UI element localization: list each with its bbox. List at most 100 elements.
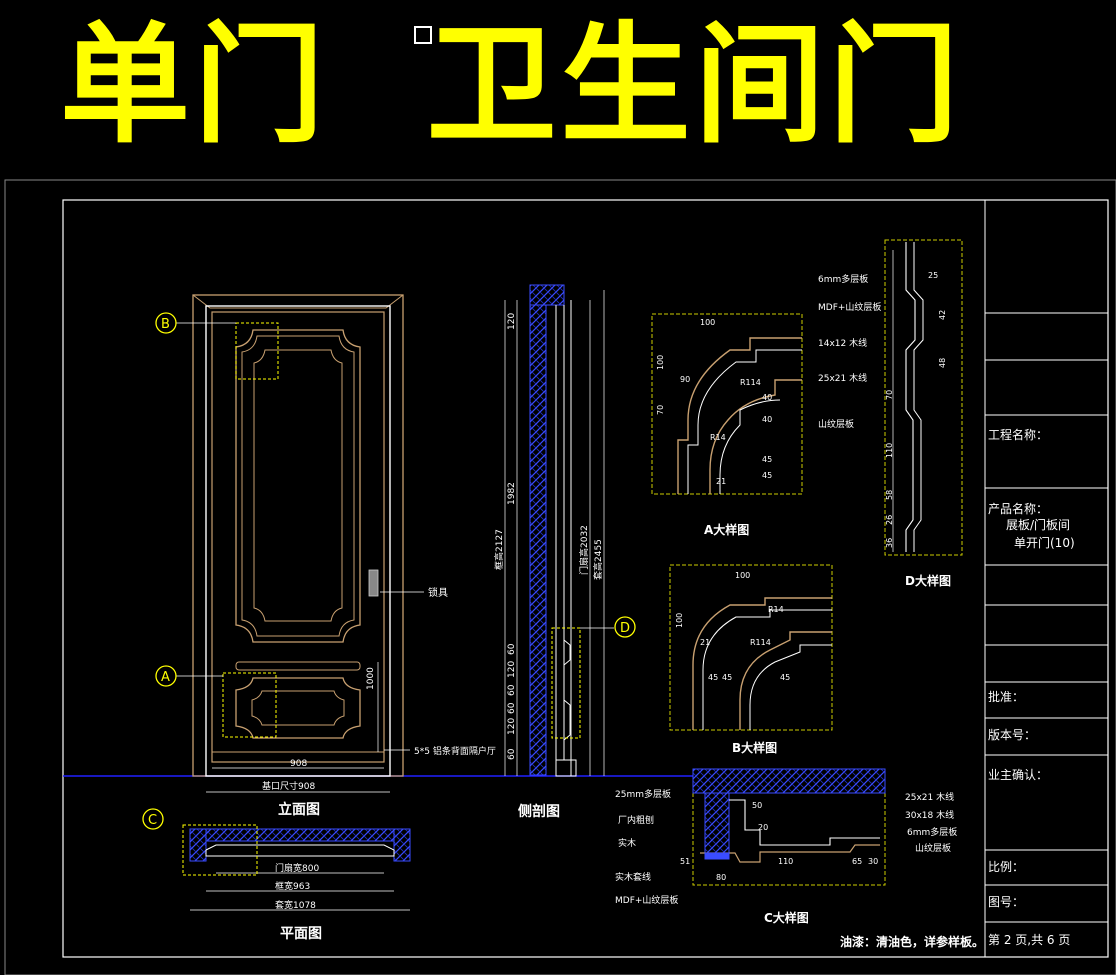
detail-a-profile-4 (719, 399, 781, 494)
section-base-block (555, 759, 577, 777)
upper-panel-outer (235, 329, 361, 643)
plan-jamb-right (393, 828, 411, 862)
plan-dim-1: 框宽963 (275, 880, 310, 892)
plan-dim-2: 套宽1078 (275, 899, 316, 911)
detail-d-label: D大样图 (905, 573, 951, 588)
detail-c-wall-hatch (692, 768, 886, 794)
detail-c-left-label-1: 厂内粗刨 (618, 814, 654, 826)
note-label: 5*5 铝条背面隔户厅 (414, 745, 496, 757)
detail-a-dim-1: 100 (656, 355, 665, 370)
detail-d-label-0: 6mm多层板 (818, 273, 868, 285)
width-dim: 908 (290, 759, 307, 769)
detail-a-frame (651, 313, 803, 495)
detail-a-dim-5: R14 (710, 433, 726, 442)
callout-a-region (222, 672, 277, 738)
detail-a-profile-1 (677, 337, 802, 494)
detail-b-dim-3: 45 (708, 673, 718, 682)
section-dim-low-4: 120 (507, 718, 517, 735)
detail-b-label: B大样图 (732, 740, 777, 755)
callout-b-region (235, 322, 279, 380)
product-name-line2: 单开门(10) (1014, 536, 1075, 550)
detail-b-profile-2 (702, 609, 832, 730)
opening-dim: 基口尺寸908 (262, 780, 315, 792)
detail-d-frame (884, 239, 963, 556)
detail-a-label: A大样图 (704, 522, 749, 537)
drawing-no-label: 图号： (988, 895, 1025, 909)
section-door-height: 门扇高2032 (578, 525, 590, 575)
detail-b-profile-3 (739, 631, 832, 730)
lower-panel-outer (235, 677, 361, 739)
detail-a-profile-2 (687, 349, 802, 494)
detail-d-label-4: 山纹层板 (818, 418, 854, 430)
detail-b-frame (669, 564, 833, 731)
section-view: 120 1982 60 120 60 60 120 60 框高2127 门扇高2… (493, 284, 636, 820)
lower-panel-inner (251, 690, 345, 726)
square-outline-icon[interactable] (414, 26, 432, 44)
detail-d-dim-5: 58 (885, 490, 894, 500)
detail-a-dim-9: 45 (762, 471, 772, 480)
detail-b-dim-7: 45 (780, 673, 790, 682)
plan-view: 门扇宽800 框宽963 套宽1078 平面图 C (142, 808, 411, 942)
detail-c-dim-3: 80 (716, 873, 726, 882)
section-dim-low-0: 60 (507, 643, 517, 655)
mid-rail (235, 661, 361, 671)
plan-jamb-left (189, 828, 207, 862)
detail-a-dim-7: 40 (762, 415, 772, 424)
detail-c-left-label-3: 实木套线 (615, 871, 651, 883)
section-profile (563, 639, 571, 741)
plan-label: 平面图 (280, 926, 322, 942)
detail-c-right-label-2: 6mm多层板 (907, 826, 957, 838)
section-label: 侧剖图 (518, 803, 560, 820)
detail-a-dim-0: 100 (700, 318, 715, 327)
detail-d-label-1: MDF+山纹层板 (818, 301, 881, 313)
lock-body[interactable] (368, 569, 379, 597)
callout-d-circle[interactable] (614, 616, 636, 638)
detail-d-dim-4: 110 (885, 443, 894, 458)
detail-d-dim-7: 36 (885, 538, 894, 548)
detail-b-dim-6: 45 (722, 673, 732, 682)
door-leaf (211, 311, 385, 763)
detail-d-dim-3: 70 (885, 390, 894, 400)
callout-b-circle[interactable] (155, 312, 177, 334)
callout-d-region (551, 627, 581, 739)
plan-leaf (205, 844, 395, 857)
section-dim-low-3: 60 (507, 702, 517, 714)
section-wall-hatch (529, 284, 547, 776)
detail-b-dim-2: 21 (700, 638, 710, 647)
scale-label: 比例： (988, 860, 1025, 874)
detail-c-seal (704, 852, 730, 860)
product-name-label: 产品名称： (988, 502, 1049, 516)
callout-d-letter: D (620, 621, 630, 636)
title-text: 单门 卫生间门 (60, 9, 963, 161)
detail-c-dim-1: 20 (758, 823, 768, 832)
section-dim-mid: 1982 (507, 482, 517, 505)
callout-c-circle[interactable] (142, 808, 164, 830)
door-casing-top (192, 294, 404, 309)
detail-a: 100 100 70 90 R114 R14 40 40 45 45 21 A大… (651, 313, 803, 537)
hardware-label: 锁具 (428, 586, 448, 599)
detail-a-dim-10: 21 (716, 477, 726, 486)
upper-panel-raised (253, 349, 343, 622)
detail-c-left-label-2: 实木 (618, 837, 636, 849)
callout-c-region (182, 824, 258, 876)
detail-b-profile-1 (692, 597, 832, 730)
plan-dim-0: 门扇宽800 (275, 862, 319, 874)
detail-b-dim-0: 100 (735, 571, 750, 580)
upper-panel-inner (241, 335, 355, 637)
detail-c-right-label-0: 25x21 木线 (905, 791, 954, 803)
detail-b-profile-4 (749, 644, 832, 730)
section-frame-height: 框高2127 (493, 529, 505, 570)
section-total-height: 套高2455 (592, 539, 604, 580)
detail-c-dim-2: 110 (778, 857, 793, 866)
detail-b-dim-4: R114 (750, 638, 771, 647)
detail-c-profile-1 (729, 799, 880, 846)
callout-a-circle[interactable] (155, 665, 177, 687)
detail-c-left-label-0: 25mm多层板 (615, 788, 671, 800)
owner-confirm-label: 业主确认： (988, 768, 1049, 782)
section-dim-low-5: 60 (507, 748, 517, 760)
detail-b: 100 100 21 45 R114 R14 45 45 B大样图 (669, 564, 833, 755)
detail-a-dim-6: 40 (762, 393, 772, 402)
detail-d-profile-2 (913, 242, 924, 552)
section-head-hatch (529, 284, 565, 306)
